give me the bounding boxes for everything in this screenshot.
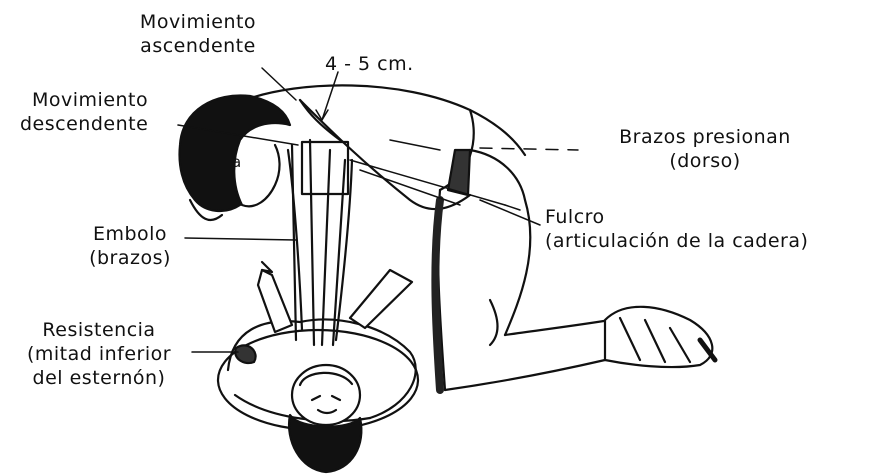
resistance-line1: Resistencia — [4, 318, 194, 342]
piston-label: Embolo (brazos) — [70, 222, 190, 270]
upward-movement-line1: Movimiento — [118, 10, 278, 34]
resistance-line2: (mitad inferior — [4, 342, 194, 366]
fulcrum-label: Fulcro (articulación de la cadera) — [545, 205, 808, 253]
piston-line1: Embolo — [70, 222, 190, 246]
fulcrum-line2: (articulación de la cadera) — [545, 229, 808, 253]
arms-press-line1: Brazos presionan — [590, 125, 820, 149]
resistance-line3: del esternón) — [4, 366, 194, 390]
fulcrum-line1: Fulcro — [545, 205, 808, 229]
distance-label: 4 - 5 cm. — [325, 52, 414, 76]
upward-movement-line2: ascendente — [118, 34, 278, 58]
downward-movement-line2: descendente — [20, 112, 148, 136]
angle-label: a — [232, 150, 242, 174]
downward-movement-label: Movimiento descendente — [20, 88, 148, 136]
resistance-label: Resistencia (mitad inferior del esternón… — [4, 318, 194, 390]
upward-movement-label: Movimiento ascendente — [118, 10, 278, 58]
downward-movement-line1: Movimiento — [20, 88, 148, 112]
arms-press-line2: (dorso) — [590, 149, 820, 173]
arms-press-label: Brazos presionan (dorso) — [590, 125, 820, 173]
patient-figure — [218, 262, 418, 472]
piston-line2: (brazos) — [70, 246, 190, 270]
